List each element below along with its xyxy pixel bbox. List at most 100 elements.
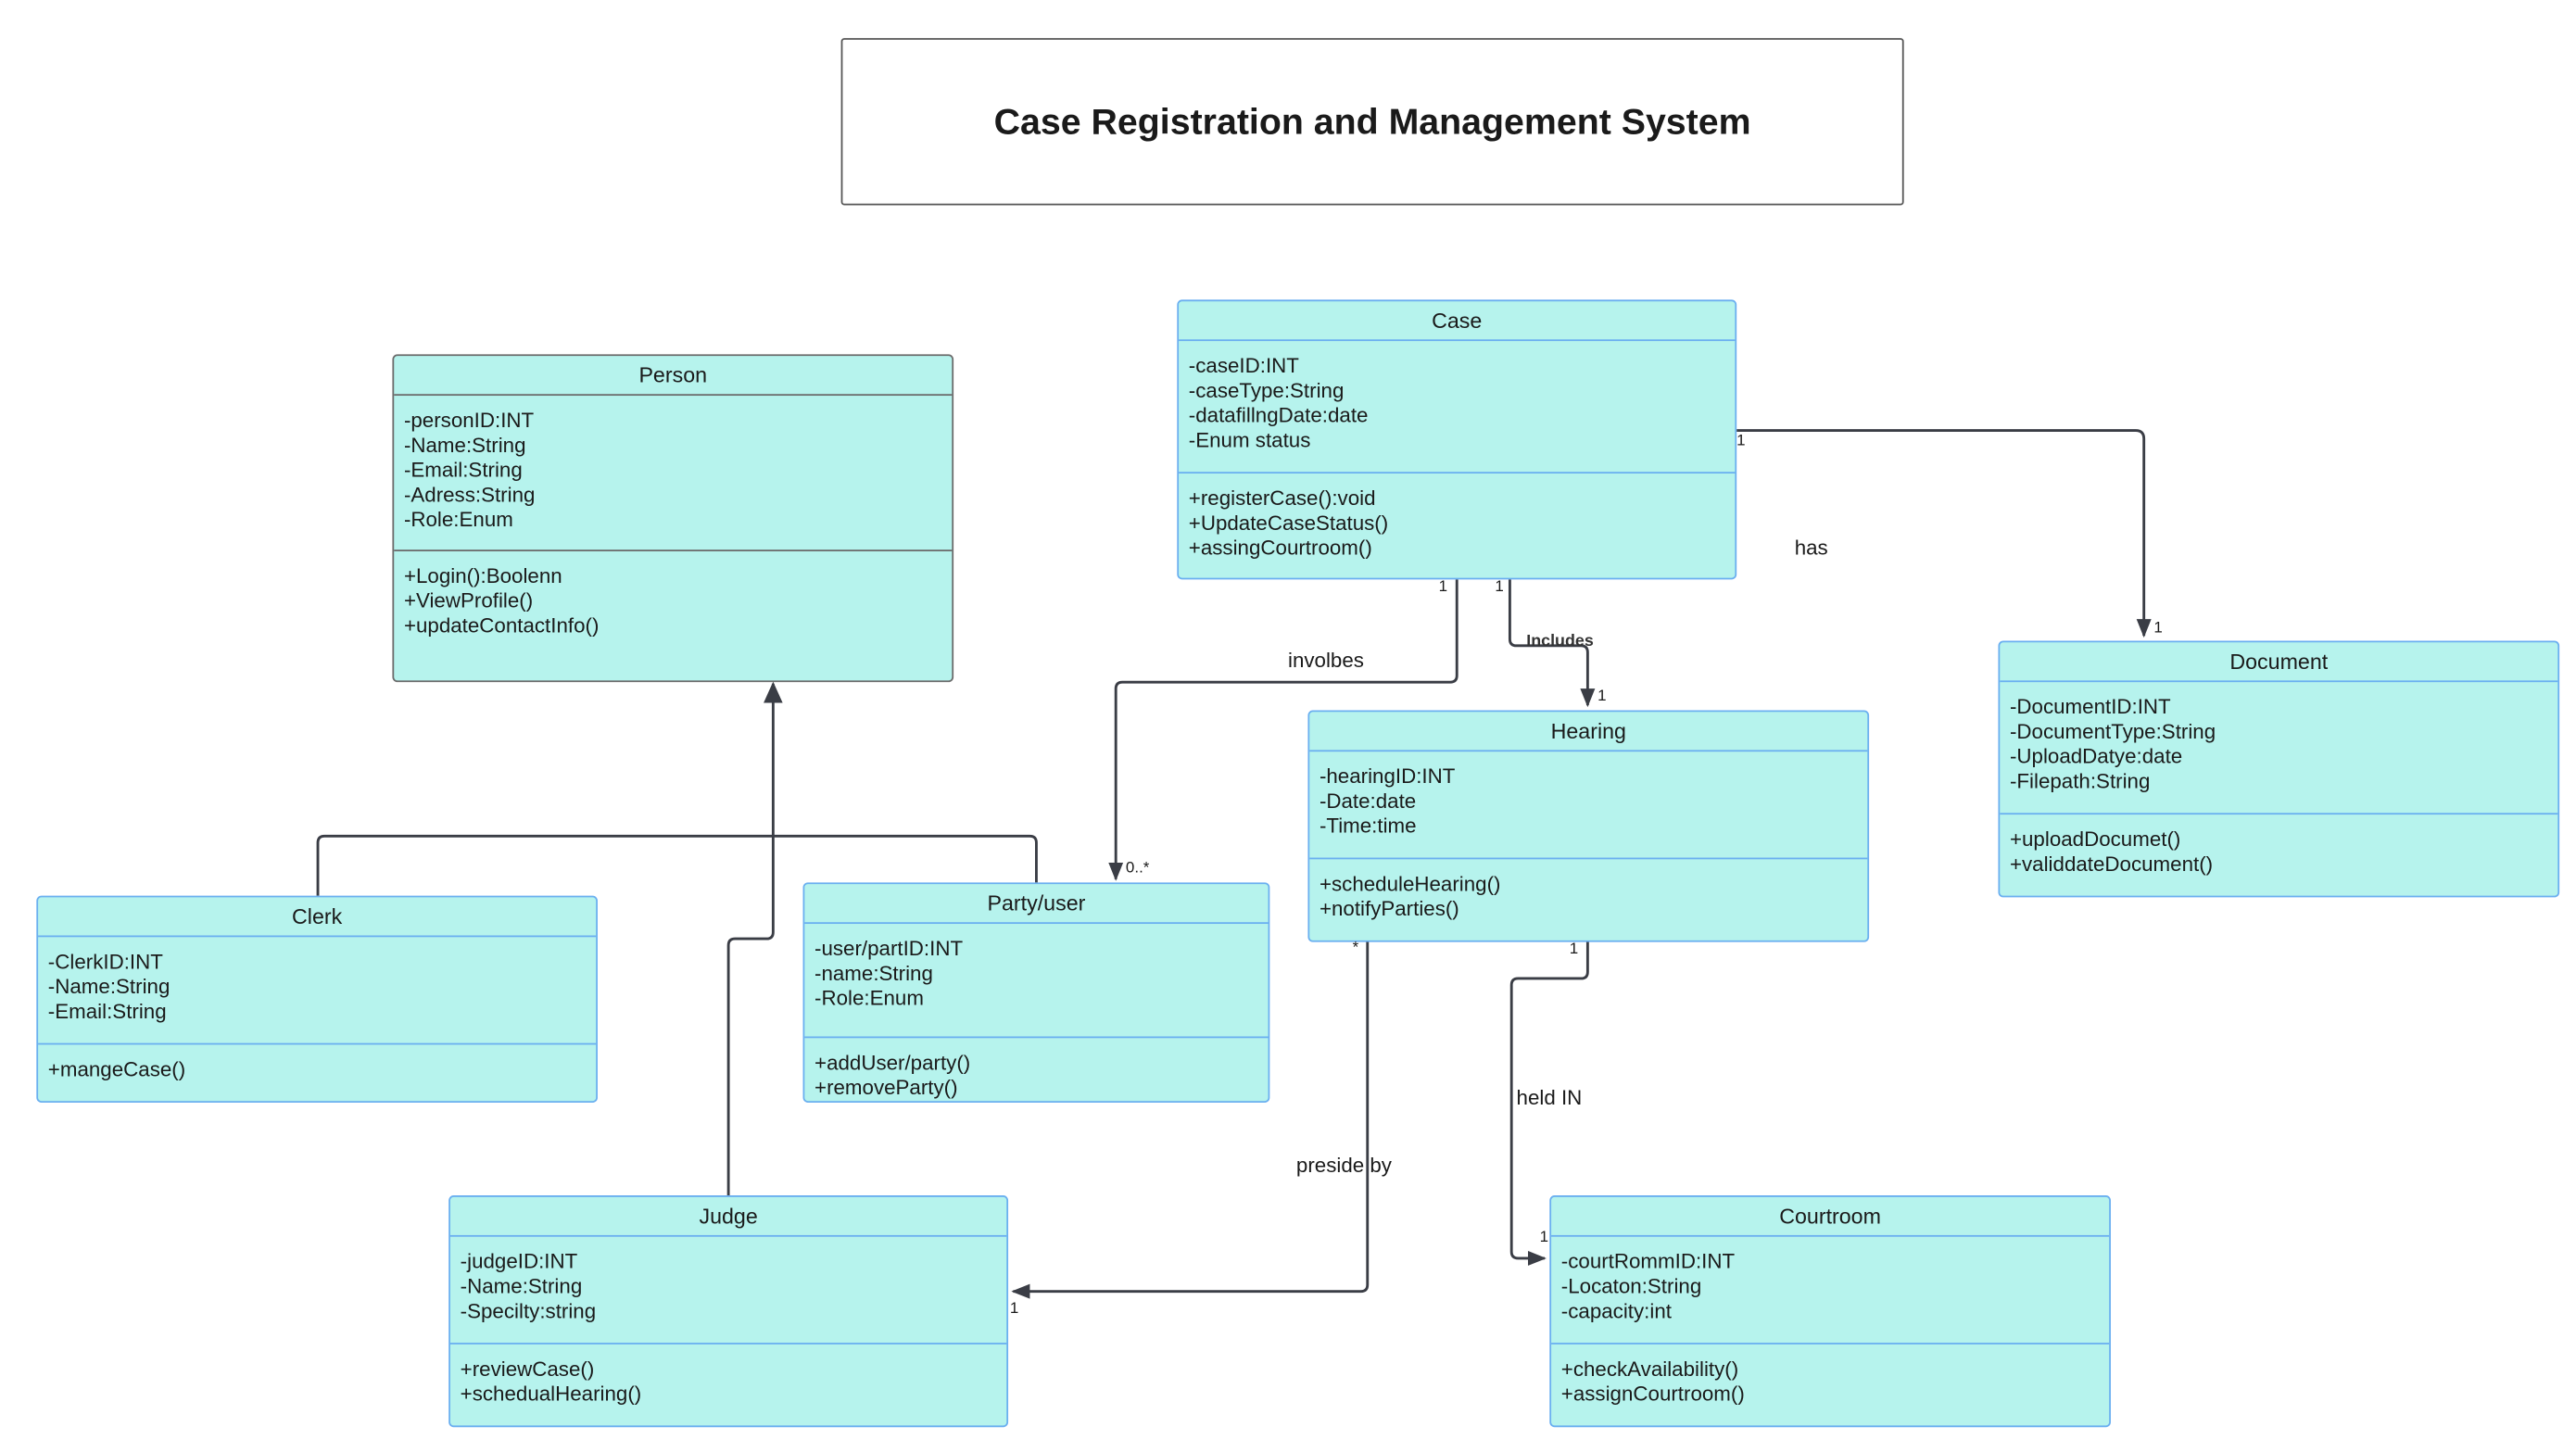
attribute-line: -courtRommID:INT: [1560, 1250, 1736, 1274]
class-document[interactable]: Document -DocumentID:INT-DocumentType:St…: [1998, 640, 2560, 898]
class-name: Courtroom: [1551, 1197, 2110, 1237]
method-line: +registerCase():void: [1188, 486, 1376, 511]
class-party-user[interactable]: Party/user -user/partID:INT-name:String-…: [802, 882, 1270, 1103]
attribute-line: -UploadDatye:date: [2009, 745, 2183, 769]
method-line: +ViewProfile(): [403, 589, 534, 613]
method-line: +removeParty(): [814, 1076, 958, 1100]
method-line: +updateContactInfo(): [403, 613, 600, 638]
attribute-line: -Locaton:String: [1560, 1274, 1702, 1298]
diagram-title-box: Case Registration and Management System: [840, 38, 1904, 206]
mult-hearing-judge-target: 1: [1009, 1299, 1019, 1319]
mult-case-hearing-source: 1: [1495, 577, 1504, 597]
mult-hearing-courtroom-source: 1: [1569, 940, 1579, 959]
mult-hearing-judge-source: *: [1352, 939, 1359, 957]
attribute-line: -Specilty:string: [460, 1299, 597, 1323]
method-line: +uploadDocumet(): [2009, 827, 2181, 852]
method-line: +scheduleHearing(): [1319, 872, 1501, 896]
method-line: +Login():Boolenn: [403, 564, 562, 588]
label-case-hearing: Includes: [1526, 632, 1594, 651]
class-person[interactable]: Person -personID:INT-Name:String-Email:S…: [392, 354, 954, 683]
attribute-line: -datafillngDate:date: [1188, 403, 1369, 427]
attribute-line: -Date:date: [1319, 789, 1417, 814]
class-clerk[interactable]: Clerk -ClerkID:INT-Name:String-Email:Str…: [36, 895, 598, 1103]
class-name: Party/user: [804, 884, 1269, 925]
generalization-clerk: [316, 834, 774, 896]
method-line: +validdateDocument(): [2009, 852, 2214, 877]
mult-case-document-source: 1: [1736, 432, 1746, 451]
method-line: +reviewCase(): [460, 1357, 595, 1382]
attribute-line: -capacity:int: [1560, 1299, 1672, 1323]
attribute-line: -DocumentID:INT: [2009, 695, 2171, 719]
attribute-line: -caseID:INT: [1188, 354, 1299, 378]
class-name: Case: [1179, 301, 1736, 342]
edge-case-hearing: [1508, 579, 1596, 708]
class-name: Clerk: [38, 897, 597, 938]
mult-case-hearing-target: 1: [1597, 687, 1607, 706]
attribute-line: -Email:String: [403, 458, 523, 482]
attributes-section: -judgeID:INT-Name:String-Specilty:string: [449, 1237, 1007, 1345]
attribute-line: -Adress:String: [403, 483, 536, 507]
attributes-section: -DocumentID:INT-DocumentType:String-Uplo…: [2000, 682, 2558, 815]
attribute-line: -judgeID:INT: [460, 1250, 578, 1274]
methods-section: +registerCase():void+UpdateCaseStatus()+…: [1179, 473, 1735, 562]
methods-section: +Login():Boolenn+ViewProfile()+updateCon…: [394, 551, 952, 639]
methods-section: +mangeCase(): [38, 1044, 596, 1082]
class-courtroom[interactable]: Courtroom -courtRommID:INT-Locaton:Strin…: [1549, 1195, 2111, 1428]
diagram-title: Case Registration and Management System: [993, 100, 1751, 142]
method-line: +checkAvailability(): [1560, 1357, 1739, 1382]
attributes-section: -courtRommID:INT-Locaton:String-capacity…: [1551, 1237, 2110, 1345]
attribute-line: -Role:Enum: [403, 508, 513, 532]
method-line: +schedualHearing(): [460, 1382, 642, 1406]
attribute-line: -Filepath:String: [2009, 769, 2151, 793]
attribute-line: -hearingID:INT: [1319, 764, 1456, 789]
attribute-line: -ClerkID:INT: [47, 950, 163, 974]
mult-case-party-source: 1: [1438, 577, 1448, 597]
class-name: Judge: [449, 1197, 1007, 1237]
attribute-line: -name:String: [814, 962, 933, 986]
attribute-line: -Time:time: [1319, 814, 1417, 839]
attributes-section: -ClerkID:INT-Name:String-Email:String: [38, 937, 597, 1045]
class-judge[interactable]: Judge -judgeID:INT-Name:String-Specilty:…: [448, 1195, 1009, 1428]
attribute-line: -Email:String: [47, 1000, 167, 1024]
label-case-document: has: [1794, 536, 1828, 560]
attribute-line: -Enum status: [1188, 428, 1311, 452]
method-line: +assignCourtroom(): [1560, 1382, 1745, 1406]
mult-hearing-courtroom-target: 1: [1539, 1228, 1549, 1247]
class-name: Hearing: [1309, 712, 1868, 752]
label-case-party: involbes: [1287, 649, 1364, 673]
class-hearing[interactable]: Hearing -hearingID:INT-Date:date-Time:ti…: [1307, 710, 1870, 942]
attributes-section: -hearingID:INT-Date:date-Time:time: [1309, 751, 1868, 860]
method-line: +notifyParties(): [1319, 897, 1459, 921]
attribute-line: -Name:String: [47, 975, 170, 999]
attribute-line: -Name:String: [460, 1274, 583, 1298]
method-line: +mangeCase(): [47, 1057, 186, 1081]
generalization-party: [773, 834, 1038, 883]
attribute-line: -Name:String: [403, 434, 526, 458]
methods-section: +checkAvailability()+assignCourtroom(): [1551, 1345, 2109, 1408]
edge-hearing-courtroom: [1509, 940, 1589, 1266]
methods-section: +scheduleHearing()+notifyParties(): [1309, 859, 1867, 922]
methods-section: +reviewCase()+schedualHearing(): [450, 1345, 1006, 1408]
attribute-line: -DocumentType:String: [2009, 720, 2216, 744]
mult-case-party-target: 0..*: [1125, 859, 1150, 878]
attribute-line: -Role:Enum: [814, 986, 924, 1010]
attribute-line: -personID:INT: [403, 409, 535, 433]
edge-case-document: [1736, 429, 2152, 638]
attribute-line: -caseType:String: [1188, 379, 1345, 403]
method-line: +addUser/party(): [814, 1051, 971, 1075]
methods-section: +addUser/party()+removeParty(): [804, 1038, 1268, 1101]
edge-hearing-judge: [1011, 940, 1370, 1299]
label-hearing-judge: preside by: [1295, 1154, 1392, 1178]
generalization-judge: [726, 681, 783, 1196]
class-case[interactable]: Case -caseID:INT-caseType:String-datafil…: [1177, 299, 1737, 580]
edge-case-party: [1108, 579, 1458, 881]
method-line: +UpdateCaseStatus(): [1188, 511, 1389, 536]
attribute-line: -user/partID:INT: [814, 937, 964, 961]
class-name: Person: [394, 356, 953, 397]
mult-case-document-target: 1: [2153, 619, 2163, 638]
label-hearing-courtroom: held IN: [1516, 1086, 1583, 1110]
methods-section: +uploadDocumet()+validdateDocument(): [2000, 814, 2557, 878]
method-line: +assingCourtroom(): [1188, 536, 1372, 560]
